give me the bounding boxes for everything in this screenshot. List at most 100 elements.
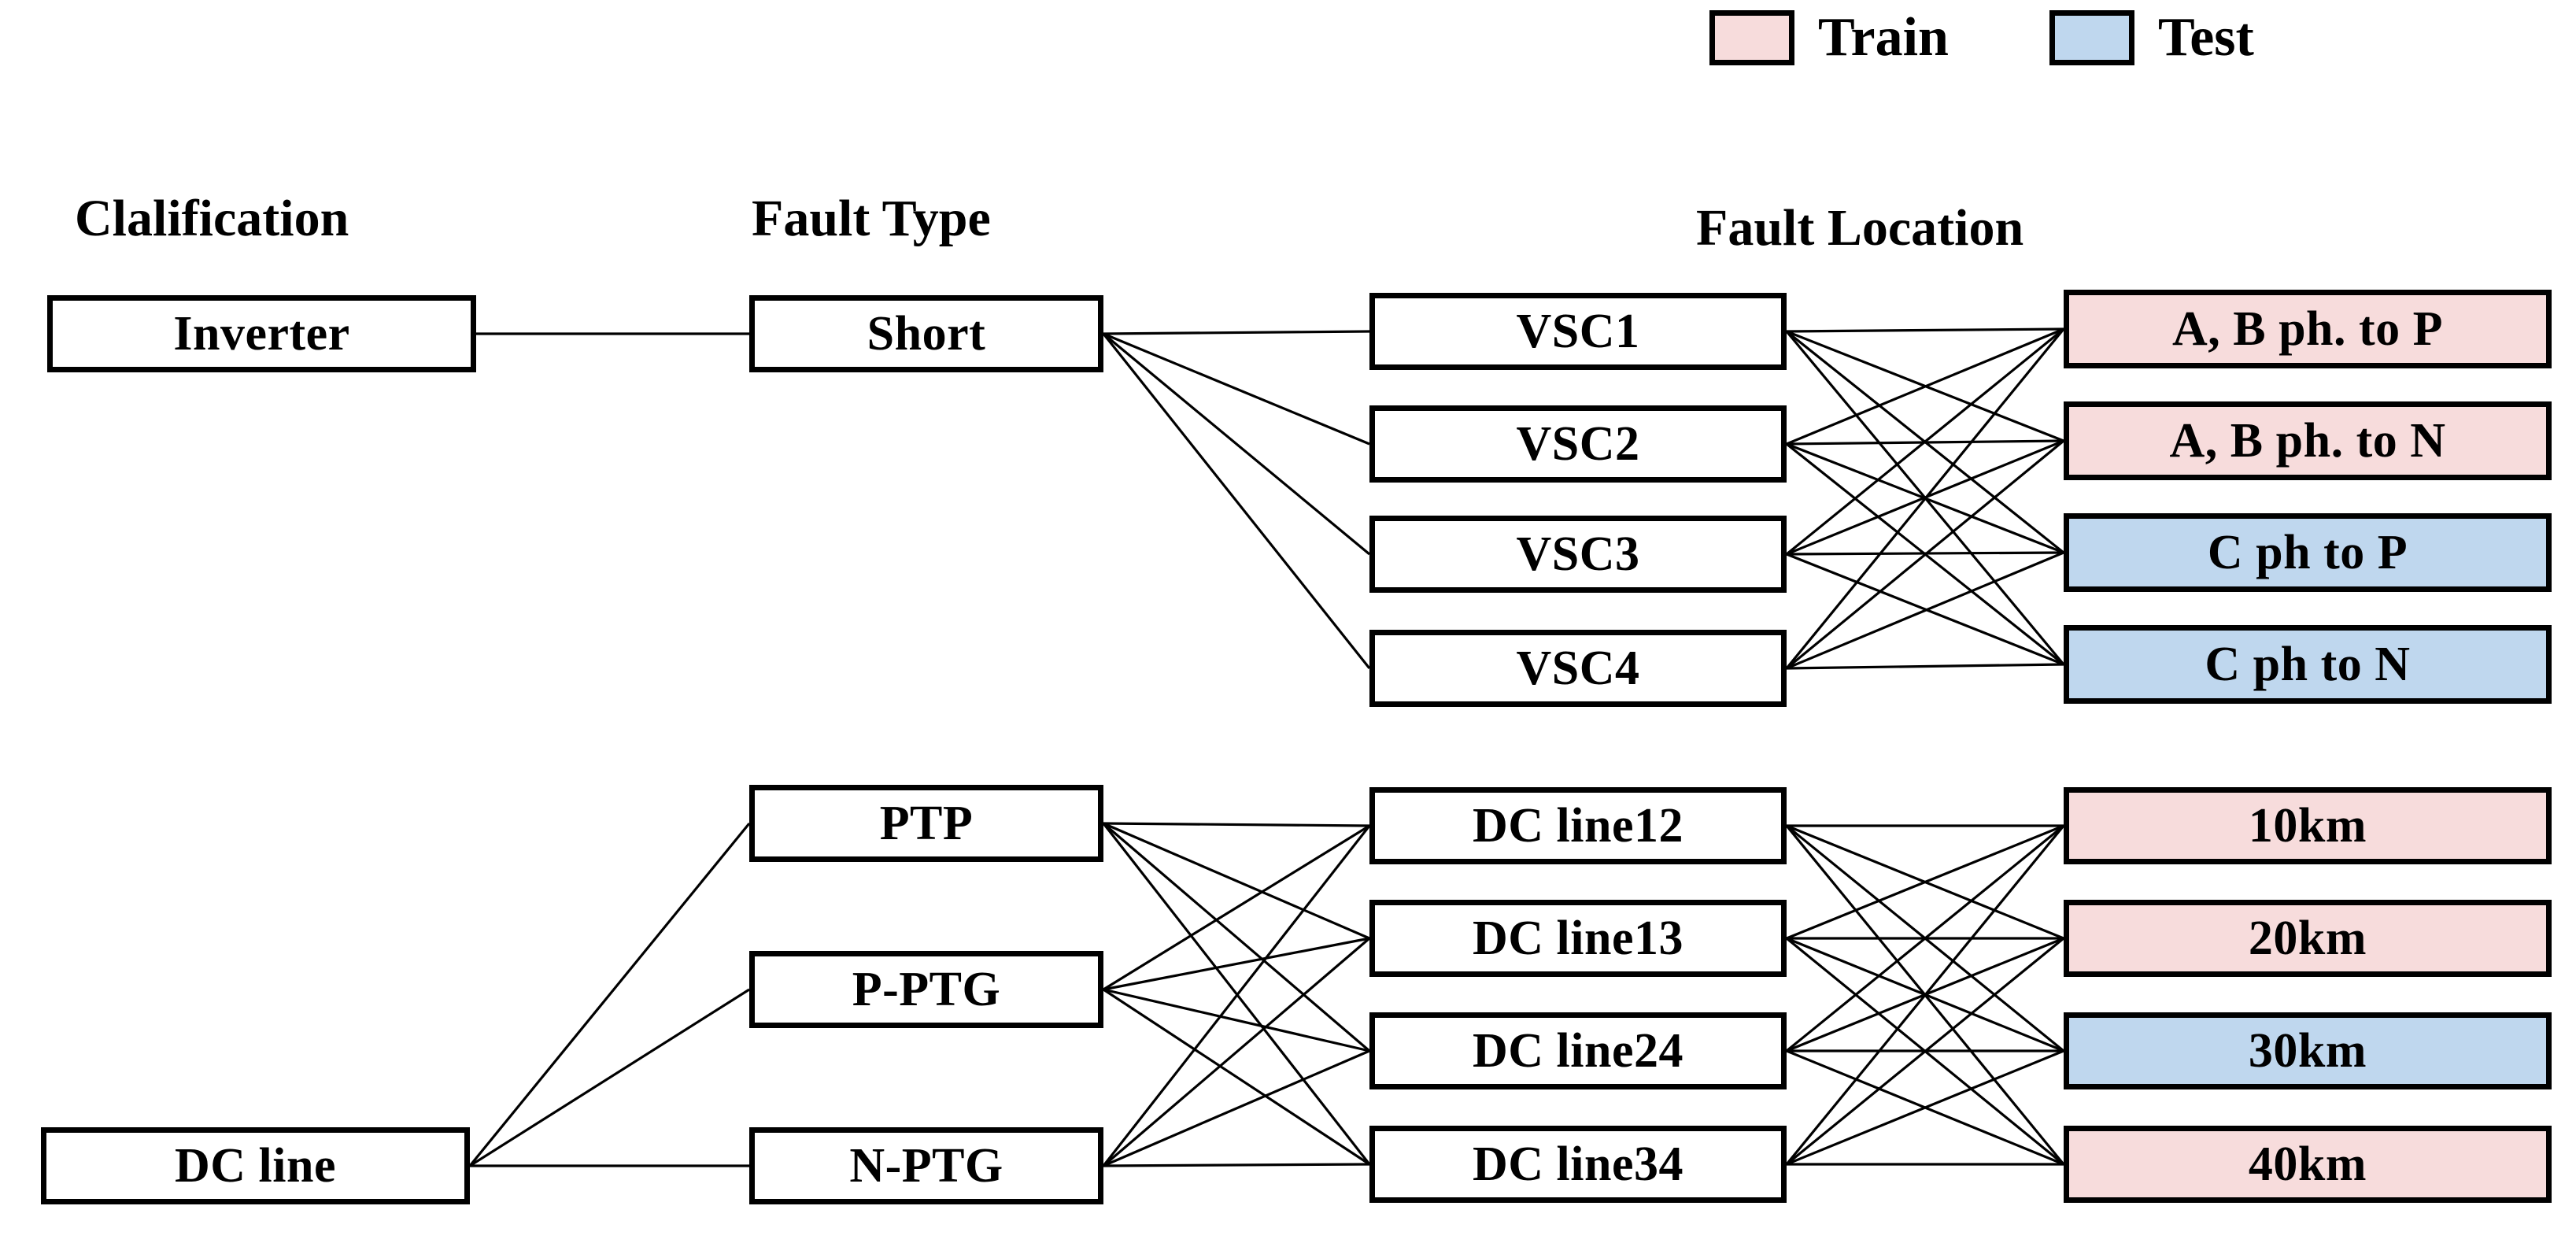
column-header-fault-type: Fault Type bbox=[752, 190, 991, 247]
edge-vsc4-to-ab-to-p bbox=[1785, 327, 2065, 670]
node-label-vsc2: VSC2 bbox=[1516, 417, 1640, 471]
node-dcline13[interactable]: DC line13 bbox=[1369, 900, 1787, 977]
node-km40[interactable]: 40km bbox=[2064, 1126, 2552, 1203]
legend-label-train: Train bbox=[1818, 7, 1949, 68]
edge-vsc1-to-ab-to-n bbox=[1786, 330, 2064, 442]
edge-dcline12-to-km20 bbox=[1786, 824, 2064, 940]
node-c-to-p[interactable]: C ph to P bbox=[2064, 513, 2552, 592]
edge-dcline34-to-km10 bbox=[1785, 824, 2065, 1166]
edge-vsc2-to-ab-to-p bbox=[1786, 327, 2064, 446]
edge-vsc2-to-c-to-p bbox=[1786, 442, 2064, 554]
node-label-n-ptg: N-PTG bbox=[849, 1139, 1003, 1193]
node-label-p-ptg: P-PTG bbox=[852, 963, 1001, 1016]
edge-vsc4-to-c-to-p bbox=[1786, 551, 2064, 670]
node-vsc2[interactable]: VSC2 bbox=[1369, 405, 1787, 483]
node-label-c-to-p: C ph to P bbox=[2207, 526, 2408, 579]
edge-short-to-vsc1 bbox=[1103, 330, 1370, 335]
node-label-short: Short bbox=[867, 307, 986, 361]
edge-vsc3-to-c-to-p bbox=[1786, 551, 2064, 556]
edge-dcline24-to-km40 bbox=[1786, 1049, 2064, 1166]
node-label-inverter: Inverter bbox=[173, 307, 350, 361]
node-ab-to-n[interactable]: A, B ph. to N bbox=[2064, 401, 2552, 480]
edge-dcline13-to-km10 bbox=[1786, 824, 2064, 940]
edge-short-to-vsc4 bbox=[1102, 333, 1371, 669]
node-short[interactable]: Short bbox=[749, 295, 1103, 372]
edge-p-ptg-to-dcline34 bbox=[1103, 988, 1370, 1166]
edge-n-ptg-to-dcline12 bbox=[1102, 825, 1371, 1167]
node-label-vsc3: VSC3 bbox=[1516, 527, 1640, 581]
edge-vsc3-to-c-to-n bbox=[1786, 553, 2064, 666]
node-ptp[interactable]: PTP bbox=[749, 785, 1103, 862]
node-vsc1[interactable]: VSC1 bbox=[1369, 293, 1787, 370]
node-vsc3[interactable]: VSC3 bbox=[1369, 516, 1787, 593]
edge-vsc1-to-c-to-p bbox=[1786, 330, 2064, 554]
node-label-vsc4: VSC4 bbox=[1516, 642, 1640, 695]
edge-dcline13-to-km30 bbox=[1786, 937, 2064, 1052]
edge-short-to-vsc2 bbox=[1103, 332, 1370, 446]
legend: Train Test bbox=[1709, 6, 2254, 69]
node-label-km10: 10km bbox=[2248, 799, 2367, 853]
edge-p-ptg-to-dcline13 bbox=[1103, 937, 1370, 991]
edge-vsc2-to-ab-to-n bbox=[1786, 439, 2064, 446]
node-label-km30: 30km bbox=[2248, 1024, 2367, 1078]
node-label-vsc1: VSC1 bbox=[1516, 305, 1640, 358]
edge-dcline-to-ptp bbox=[468, 822, 751, 1167]
legend-item-test: Test bbox=[2049, 6, 2254, 69]
node-km10[interactable]: 10km bbox=[2064, 787, 2552, 864]
node-n-ptg[interactable]: N-PTG bbox=[749, 1127, 1103, 1204]
edge-dcline12-to-km30 bbox=[1785, 824, 2065, 1052]
edge-dcline34-to-km30 bbox=[1786, 1049, 2064, 1166]
edge-ptp-to-dcline34 bbox=[1102, 823, 1371, 1165]
edge-p-ptg-to-dcline12 bbox=[1103, 824, 1370, 991]
edge-n-ptg-to-dcline24 bbox=[1103, 1049, 1370, 1167]
edge-vsc3-to-ab-to-n bbox=[1786, 439, 2064, 556]
edge-p-ptg-to-dcline24 bbox=[1103, 988, 1370, 1052]
legend-item-train: Train bbox=[1709, 6, 1949, 69]
edge-n-ptg-to-dcline34 bbox=[1103, 1163, 1370, 1167]
edge-dcline24-to-km10 bbox=[1785, 824, 2065, 1052]
node-label-dcline12: DC line12 bbox=[1473, 799, 1683, 853]
edge-vsc4-to-c-to-n bbox=[1786, 663, 2064, 670]
node-dcline12[interactable]: DC line12 bbox=[1369, 787, 1787, 864]
node-label-ab-to-n: A, B ph. to N bbox=[2169, 414, 2446, 468]
node-dcline34[interactable]: DC line34 bbox=[1369, 1126, 1787, 1203]
node-label-dcline34: DC line34 bbox=[1473, 1137, 1683, 1191]
edge-ptp-to-dcline24 bbox=[1102, 822, 1371, 1052]
edge-dcline12-to-km40 bbox=[1785, 824, 2065, 1166]
node-km20[interactable]: 20km bbox=[2064, 900, 2552, 977]
node-p-ptg[interactable]: P-PTG bbox=[749, 951, 1103, 1028]
node-ab-to-p[interactable]: A, B ph. to P bbox=[2064, 290, 2552, 368]
test-swatch-icon bbox=[2049, 10, 2134, 65]
edge-ptp-to-dcline13 bbox=[1103, 822, 1370, 940]
edge-dcline-to-p-ptg bbox=[469, 988, 750, 1167]
node-dcline24[interactable]: DC line24 bbox=[1369, 1012, 1787, 1089]
edge-dcline34-to-km20 bbox=[1785, 937, 2065, 1166]
node-dcline[interactable]: DC line bbox=[41, 1127, 470, 1204]
node-label-km40: 40km bbox=[2248, 1137, 2367, 1191]
column-header-classification: Clalification bbox=[75, 190, 349, 247]
node-km30[interactable]: 30km bbox=[2064, 1012, 2552, 1089]
edge-dcline13-to-km40 bbox=[1785, 937, 2065, 1166]
column-header-fault-location: Fault Location bbox=[1696, 199, 2024, 257]
node-label-km20: 20km bbox=[2248, 912, 2367, 965]
edge-vsc1-to-ab-to-p bbox=[1786, 327, 2064, 333]
edge-dcline24-to-km20 bbox=[1786, 937, 2064, 1052]
edge-vsc2-to-c-to-n bbox=[1786, 442, 2064, 666]
node-label-dcline13: DC line13 bbox=[1473, 912, 1683, 965]
edge-vsc1-to-c-to-n bbox=[1785, 330, 2065, 666]
node-label-ab-to-p: A, B ph. to P bbox=[2171, 302, 2444, 356]
train-swatch-icon bbox=[1709, 10, 1794, 65]
legend-label-test: Test bbox=[2157, 7, 2254, 68]
edge-ptp-to-dcline12 bbox=[1103, 822, 1370, 827]
node-label-dcline: DC line bbox=[175, 1139, 336, 1193]
node-vsc4[interactable]: VSC4 bbox=[1369, 630, 1787, 707]
node-label-c-to-n: C ph to N bbox=[2205, 638, 2411, 691]
node-c-to-n[interactable]: C ph to N bbox=[2064, 625, 2552, 704]
edge-vsc4-to-ab-to-n bbox=[1785, 439, 2065, 670]
node-inverter[interactable]: Inverter bbox=[47, 295, 476, 372]
node-label-ptp: PTP bbox=[879, 797, 974, 850]
edge-vsc3-to-ab-to-p bbox=[1785, 327, 2065, 556]
edge-short-to-vsc3 bbox=[1102, 332, 1371, 556]
edge-n-ptg-to-dcline13 bbox=[1102, 937, 1371, 1167]
